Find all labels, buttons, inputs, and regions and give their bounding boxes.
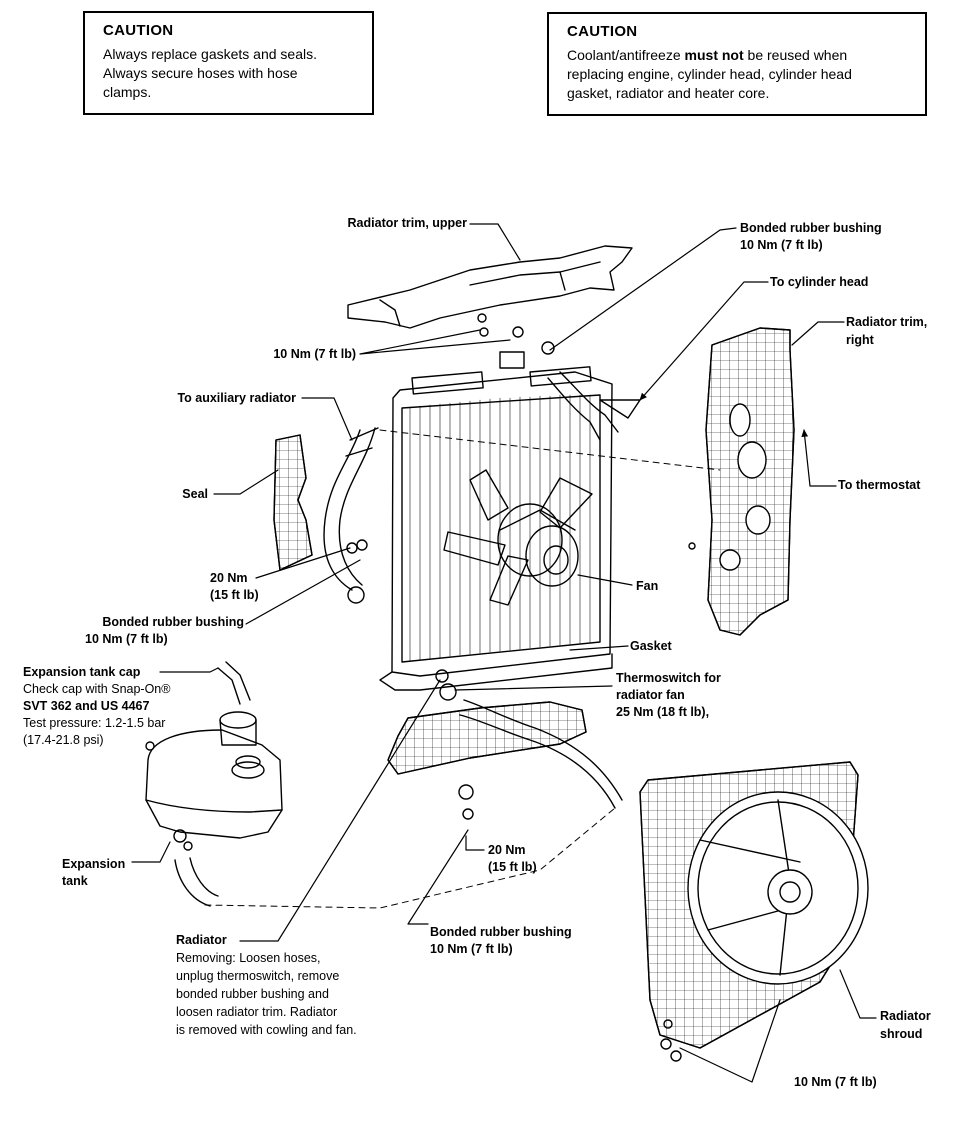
label-thermoswitch-2: radiator fan bbox=[616, 688, 685, 702]
label-torque-bonded-bushing-bottom: 10 Nm (7 ft lb) bbox=[430, 942, 513, 956]
text-radiator-removing: Removing: Loosen hoses, bbox=[176, 951, 321, 965]
label-torque-bonded-bushing-top: 10 Nm (7 ft lb) bbox=[740, 238, 823, 252]
label-radiator-trim-right: Radiator trim, bbox=[846, 315, 928, 329]
caution-box-gaskets: CAUTION Always replace gaskets and seals… bbox=[83, 11, 374, 115]
caution-line: Always replace gaskets and seals. bbox=[103, 46, 317, 62]
label-expansion-tank: Expansion bbox=[62, 857, 126, 871]
caution-line: Always secure hoses with hose bbox=[103, 65, 298, 81]
text-expansion-cap-tools: SVT 362 and US 4467 bbox=[23, 699, 150, 713]
label-radiator-trim-upper: Radiator trim, upper bbox=[347, 216, 467, 230]
text-radiator-removing: bonded rubber bushing and bbox=[176, 987, 329, 1001]
dashed-leaders bbox=[205, 430, 720, 908]
label-expansion-tank-2: tank bbox=[62, 874, 88, 888]
label-bonded-bushing-left: Bonded rubber bushing bbox=[102, 615, 244, 629]
caution-text: be reused when bbox=[743, 47, 848, 63]
label-bonded-bushing-top: Bonded rubber bushing bbox=[740, 221, 882, 235]
caution-title: CAUTION bbox=[103, 22, 174, 39]
text-radiator-removing: unplug thermoswitch, remove bbox=[176, 969, 340, 983]
caution-line: gasket, radiator and heater core. bbox=[567, 85, 770, 101]
radiator-trim-lower bbox=[388, 702, 586, 774]
label-gasket: Gasket bbox=[630, 639, 672, 653]
text-expansion-cap-check: Check cap with Snap-On® bbox=[23, 682, 171, 696]
text-radiator-removing: is removed with cowling and fan. bbox=[176, 1023, 357, 1037]
label-radiator: Radiator bbox=[176, 933, 227, 947]
label-seal: Seal bbox=[182, 487, 208, 501]
expansion-tank bbox=[146, 712, 282, 850]
label-torque-20nm-left: 20 Nm bbox=[210, 571, 248, 585]
caution-line: Coolant/antifreeze must not be reused wh… bbox=[567, 46, 907, 65]
leader-lines bbox=[132, 224, 876, 1082]
label-to-cylinder-head: To cylinder head bbox=[770, 275, 869, 289]
label-thermoswitch: Thermoswitch for bbox=[616, 671, 721, 685]
label-torque-bonded-bushing-left: 10 Nm (7 ft lb) bbox=[85, 632, 168, 646]
text-expansion-cap-test-pressure: Test pressure: 1.2-1.5 bar bbox=[23, 716, 166, 730]
label-to-thermostat: To thermostat bbox=[838, 478, 921, 492]
radiator-trim-right bbox=[706, 328, 794, 635]
label-torque-20nm-left-ftlb: (15 ft lb) bbox=[210, 588, 259, 602]
label-torque-10nm-upper: 10 Nm (7 ft lb) bbox=[273, 347, 356, 361]
label-torque-20nm-bottom: 20 Nm bbox=[488, 843, 526, 857]
label-torque-thermoswitch: 25 Nm (18 ft lb), bbox=[616, 705, 710, 719]
radiator-shroud bbox=[640, 762, 868, 1048]
label-torque-20nm-bottom-ftlb: (15 ft lb) bbox=[488, 860, 537, 874]
caution-text: Coolant/antifreeze bbox=[567, 47, 685, 63]
label-to-auxiliary-radiator: To auxiliary radiator bbox=[177, 391, 296, 405]
label-torque-10nm-shroud: 10 Nm (7 ft lb) bbox=[794, 1075, 877, 1089]
caution-emphasis: must not bbox=[684, 47, 744, 63]
label-expansion-tank-cap: Expansion tank cap bbox=[23, 665, 141, 679]
label-radiator-shroud-2: shroud bbox=[880, 1027, 923, 1041]
caution-line: replacing engine, cylinder head, cylinde… bbox=[567, 66, 852, 82]
label-radiator-trim-right-2: right bbox=[846, 333, 874, 347]
radiator-core bbox=[380, 367, 612, 690]
caution-box-coolant: CAUTION Coolant/antifreeze must not be r… bbox=[547, 12, 927, 116]
text-expansion-cap-psi: (17.4-21.8 psi) bbox=[23, 733, 104, 747]
fasteners bbox=[146, 314, 695, 1061]
label-radiator-shroud: Radiator bbox=[880, 1009, 931, 1023]
seal bbox=[274, 435, 312, 570]
radiator-trim-upper bbox=[348, 246, 632, 328]
label-fan: Fan bbox=[636, 579, 659, 593]
text-radiator-removing: loosen radiator trim. Radiator bbox=[176, 1005, 338, 1019]
caution-title: CAUTION bbox=[567, 23, 638, 40]
label-bonded-bushing-bottom: Bonded rubber bushing bbox=[430, 925, 572, 939]
fan bbox=[444, 470, 592, 605]
caution-line: clamps. bbox=[103, 84, 152, 100]
